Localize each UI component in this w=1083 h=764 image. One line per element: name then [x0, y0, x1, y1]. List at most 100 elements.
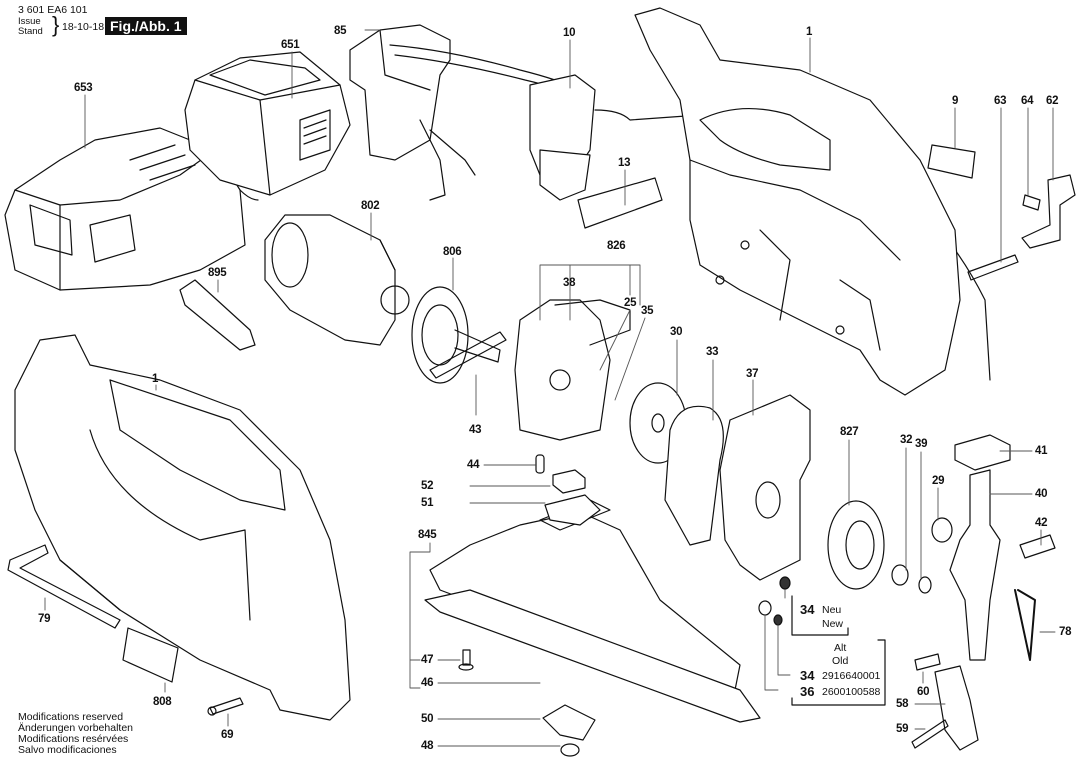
- battery-651-drawing: [184, 51, 351, 196]
- pin-59-drawing: [911, 719, 949, 749]
- jigsaw-body-drawing: [14, 334, 351, 721]
- pin-43-drawing: [429, 331, 507, 379]
- bushing-29-drawing: [931, 517, 953, 543]
- modifications-notice: Modifications reserved Änderungen vorbeh…: [18, 712, 133, 756]
- screw-48-drawing: [560, 743, 580, 757]
- pin-44-drawing: [535, 454, 545, 474]
- part-label-653: 653: [74, 82, 93, 94]
- part-label-50: 50: [421, 713, 434, 725]
- figure-badge: Fig./Abb. 1: [105, 17, 187, 35]
- motor-802-drawing: [264, 214, 410, 346]
- leader-lines: [44, 29, 1056, 747]
- bracket-826: [539, 264, 641, 321]
- block-41-drawing: [954, 434, 1011, 471]
- pin-63-drawing: [967, 254, 1019, 281]
- part-label-802: 802: [361, 200, 380, 212]
- part-label-1-tool: 1: [152, 373, 159, 385]
- old-box-frame: [791, 639, 886, 706]
- plate-37-drawing: [719, 394, 811, 581]
- electronics-module-drawing: [349, 24, 991, 381]
- part-label-827: 827: [840, 426, 859, 438]
- grease-tube-895-drawing: [179, 279, 256, 351]
- label-9-drawing: [927, 144, 976, 179]
- part-label-1-housing: 1: [806, 26, 813, 38]
- label-808-drawing: [122, 627, 179, 683]
- part-label-79: 79: [38, 613, 51, 625]
- part-label-59: 59: [896, 723, 909, 735]
- notice-line: Modifications resérvées: [18, 733, 129, 745]
- notice-line: Salvo modificaciones: [18, 744, 117, 756]
- part-label-35: 35: [641, 305, 654, 317]
- old-label-en: Old: [832, 655, 849, 667]
- cover-13-drawing: [577, 177, 663, 229]
- issue-date: 18-10-18: [62, 21, 105, 33]
- new-part-number: 34: [800, 602, 815, 617]
- part-label-826: 826: [607, 240, 626, 252]
- part-label-64: 64: [1021, 95, 1034, 107]
- part-label-9: 9: [952, 95, 959, 107]
- part-label-63: 63: [994, 95, 1007, 107]
- part-label-69: 69: [221, 729, 234, 741]
- brace-glyph: }: [52, 12, 60, 37]
- screw-64-drawing: [1022, 194, 1041, 211]
- washer-34-new-drawing: [779, 576, 791, 590]
- part-label-13: 13: [618, 157, 631, 169]
- notice-line: Modifications reserved: [18, 711, 124, 723]
- part-label-60: 60: [917, 686, 930, 698]
- document-code: 3 601 EA6 101: [18, 4, 88, 16]
- plunger-40-drawing: [949, 469, 1001, 661]
- roller-58-drawing: [934, 665, 979, 751]
- gear-827-drawing: [827, 500, 885, 590]
- part-label-33: 33: [706, 346, 719, 358]
- gear-housing-826-drawing: [514, 299, 631, 441]
- part-label-52: 52: [421, 480, 434, 492]
- leader-36: [764, 614, 779, 691]
- revision-box-frames: [791, 595, 886, 706]
- plate-60-drawing: [914, 653, 941, 671]
- screw-47-head: [458, 663, 474, 671]
- part-label-51: 51: [421, 497, 434, 509]
- screw-69-drawing: [209, 697, 244, 715]
- leader-35: [614, 317, 646, 401]
- issue-label: Issue Stand: [18, 17, 43, 37]
- part-label-651: 651: [281, 39, 300, 51]
- notice-line: Änderungen vorbehalten: [18, 722, 134, 734]
- hex-key-79-drawing: [7, 544, 121, 629]
- lever-62-drawing: [1021, 174, 1076, 249]
- screw-47-drawing: [462, 649, 471, 666]
- leader-34-old: [777, 624, 791, 676]
- part-label-40: 40: [1035, 488, 1048, 500]
- clamp-51-drawing: [544, 494, 601, 526]
- nut-52-drawing: [552, 469, 586, 494]
- new-label-en: New: [822, 618, 844, 630]
- part-label-62: 62: [1046, 95, 1059, 107]
- part-label-78: 78: [1059, 626, 1072, 638]
- clip-39-drawing: [918, 576, 932, 594]
- part-label-37: 37: [746, 368, 759, 380]
- plate-33-drawing: [664, 405, 724, 546]
- plate-37-hole: [755, 481, 781, 519]
- ring-32-drawing: [891, 564, 909, 586]
- part-label-43: 43: [469, 424, 482, 436]
- old-row-number: 2916640001: [822, 670, 881, 682]
- part-label-38: 38: [563, 277, 576, 289]
- washer-36-drawing: [758, 600, 772, 616]
- old-row-number: 2600100588: [822, 686, 881, 698]
- old-row-part: 34: [800, 668, 815, 683]
- part-label-30: 30: [670, 326, 683, 338]
- part-label-25: 25: [624, 297, 637, 309]
- clamp-50-drawing: [542, 704, 596, 741]
- part-label-29: 29: [932, 475, 945, 487]
- part-label-845: 845: [418, 529, 437, 541]
- part-label-85: 85: [334, 25, 347, 37]
- base-plate-845-drawing: [424, 499, 761, 723]
- bracket-845: [409, 542, 431, 689]
- gear-806-drawing: [411, 286, 501, 384]
- issue-label-en: Issue: [18, 16, 41, 27]
- washer-34-old-drawing: [773, 614, 783, 626]
- part-label-47: 47: [421, 654, 434, 666]
- housing-half-drawing: [634, 7, 961, 396]
- part-label-39: 39: [915, 438, 928, 450]
- part-label-808: 808: [153, 696, 172, 708]
- part-label-44: 44: [467, 459, 480, 471]
